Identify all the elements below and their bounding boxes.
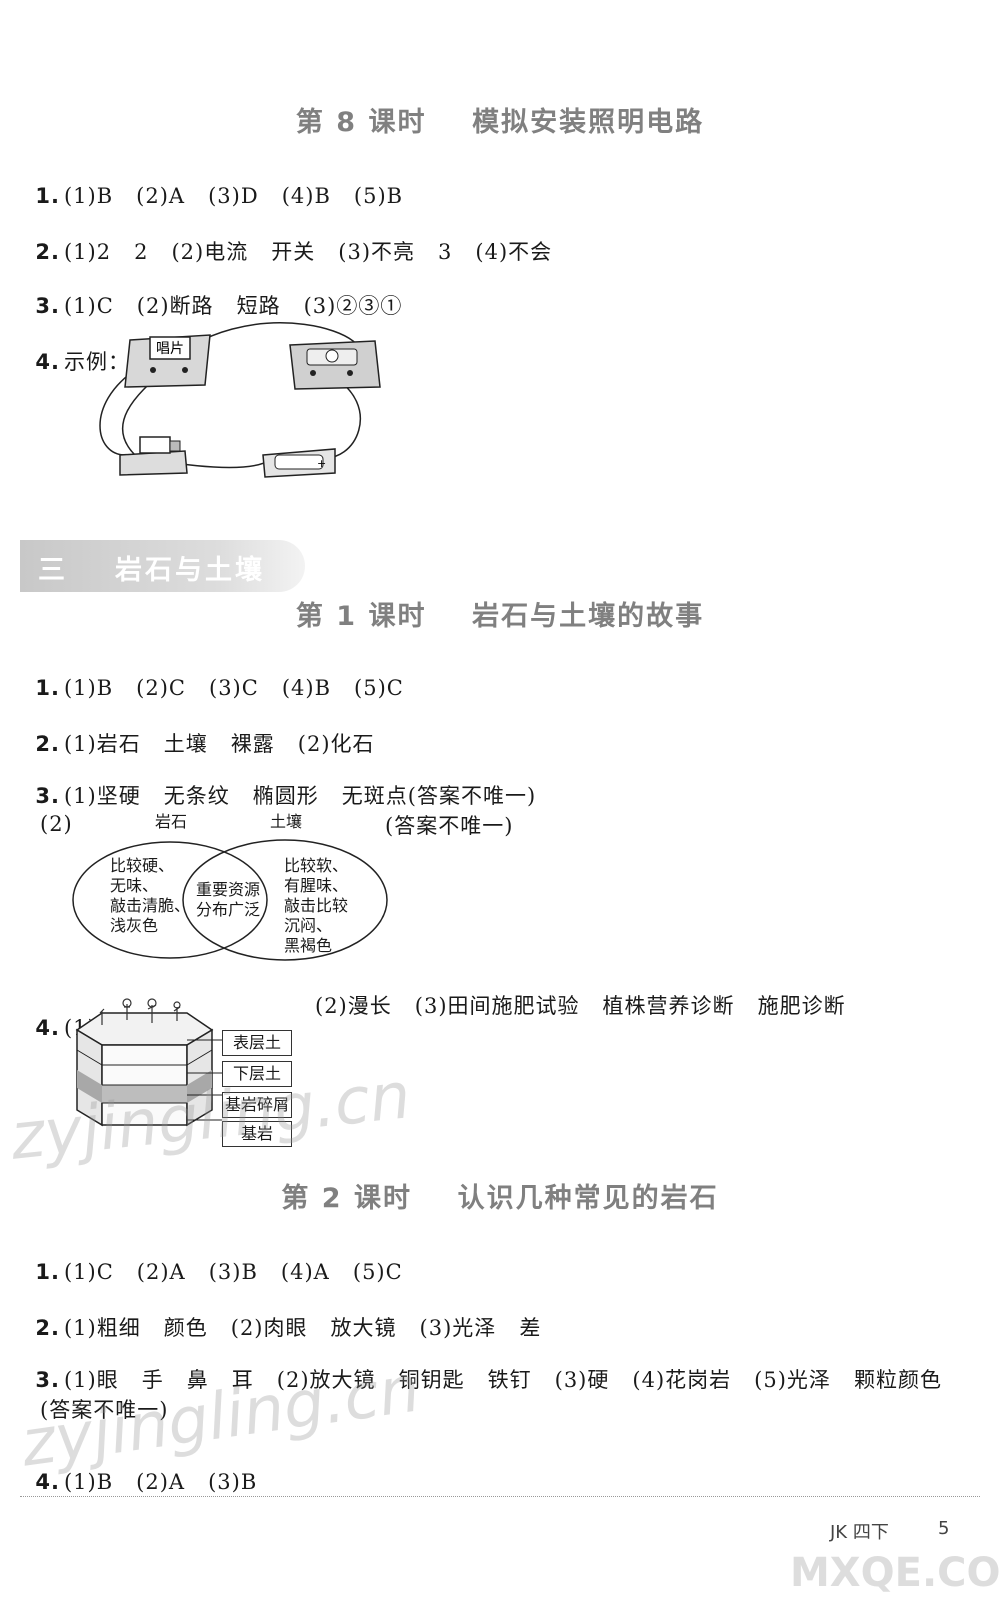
lesson1-q3-part2-note: (答案不唯一) <box>385 814 514 838</box>
record-label: 唱片 <box>156 341 184 357</box>
answer-text: (1)B (2)A (3)B <box>63 1470 258 1494</box>
answer-text: 示例： <box>63 350 130 374</box>
soil-profile-diagram <box>75 998 222 1127</box>
lesson1-q1: 1.(1)B (2)C (3)C (4)B (5)C <box>20 652 404 700</box>
lesson1-q2: 2.(1)岩石 土壤 裸露 (2)化石 <box>20 704 375 758</box>
unit-banner: 三 岩石与土壤 <box>20 540 305 592</box>
lesson1-q3: 3.(1)坚硬 无条纹 椭圆形 无斑点(答案不唯一) <box>20 756 536 810</box>
lesson2-q3: 3.(1)眼 手 鼻 耳 (2)放大镜 铜钥匙 铁钉 (3)硬 (4)花岗岩 (… <box>20 1340 942 1394</box>
rock-circle <box>72 841 268 959</box>
svg-text:+: + <box>317 457 326 470</box>
answer-text: (1)粗细 颜色 (2)肉眼 放大镜 (3)光泽 差 <box>63 1316 542 1340</box>
footer-edition: JK 四下 <box>830 1522 889 1543</box>
lesson2-q4: 4.(1)B (2)A (3)B <box>20 1446 257 1494</box>
footer-page-number: 5 <box>938 1518 950 1539</box>
lesson1-title: 第 1 课时 岩石与土壤的故事 <box>295 601 705 632</box>
answer-text: (1)C (2)A (3)B (4)A (5)C <box>63 1260 403 1284</box>
lesson8-q2: 2.(1)2 2 (2)电流 开关 (3)不亮 3 (4)不会 <box>20 212 552 266</box>
venn-middle-text: 重要资源 分布广泛 <box>196 880 261 919</box>
footer-divider <box>20 1496 980 1497</box>
answer-text: (1)B (2)C (3)C (4)B (5)C <box>63 676 404 700</box>
lesson2-q2: 2.(1)粗细 颜色 (2)肉眼 放大镜 (3)光泽 差 <box>20 1288 541 1342</box>
unit-title: 岩石与土壤 <box>115 555 265 586</box>
bulb-board <box>289 340 381 390</box>
layer-label-bedrock-debris: 基岩碎屑 <box>222 1092 292 1118</box>
question-number: 4. <box>35 1016 60 1040</box>
question-number: 3. <box>35 294 60 318</box>
lesson1-q3-part2-label: (2) <box>40 812 73 836</box>
question-number: 2. <box>35 240 60 264</box>
venn-left-title: 岩石 <box>155 812 188 831</box>
question-number: 3. <box>35 784 60 808</box>
switch-board: 唱片 <box>124 334 211 388</box>
lesson2-title: 第 2 课时 认识几种常见的岩石 <box>281 1183 719 1214</box>
question-number: 1. <box>35 184 60 208</box>
battery-holder: + <box>262 448 336 478</box>
circuit-diagram: 唱片 + <box>99 322 381 478</box>
venn-diagram <box>72 839 388 961</box>
lesson8-q3: 3.(1)C (2)断路 短路 (3)②③① <box>20 266 402 320</box>
layer-label-bedrock: 基岩 <box>222 1121 292 1147</box>
answer-text: (1)C (2)断路 短路 (3)②③① <box>63 294 403 318</box>
lesson2-q1: 1.(1)C (2)A (3)B (4)A (5)C <box>20 1236 403 1284</box>
lesson8-title: 第 8 课时 模拟安装照明电路 <box>295 107 705 138</box>
question-number: 2. <box>35 1316 60 1340</box>
answer-text: (1)坚硬 无条纹 椭圆形 无斑点(答案不唯一) <box>63 784 537 808</box>
answer-text: (1)2 2 (2)电流 开关 (3)不亮 3 (4)不会 <box>63 240 553 264</box>
question-number: 4. <box>35 350 60 374</box>
question-number: 3. <box>35 1368 60 1392</box>
question-number: 4. <box>35 1470 60 1494</box>
knife-switch <box>119 436 188 476</box>
watermark-text: MXQE.COM <box>790 1550 1000 1596</box>
lesson8-q4: 4.示例： <box>20 322 130 376</box>
question-number: 2. <box>35 732 60 756</box>
unit-number: 三 <box>38 555 68 586</box>
lesson1-q4-answers: (2)漫长 (3)田间施肥试验 植株营养诊断 施肥诊断 <box>315 994 846 1018</box>
question-number: 1. <box>35 676 60 700</box>
question-number: 1. <box>35 1260 60 1284</box>
lesson8-q1: 1.(1)B (2)A (3)D (4)B (5)B <box>20 160 403 208</box>
answer-text: (1)岩石 土壤 裸露 (2)化石 <box>63 732 375 756</box>
layer-label-topsoil: 表层土 <box>222 1030 292 1056</box>
soil-circle <box>182 839 388 961</box>
answer-text: (1)B (2)A (3)D (4)B (5)B <box>63 184 404 208</box>
answer-text: (1)眼 手 鼻 耳 (2)放大镜 铜钥匙 铁钉 (3)硬 (4)花岗岩 (5)… <box>63 1368 942 1392</box>
venn-left-text: 比较硬、 无味、 敲击清脆、 浅灰色 <box>110 856 191 935</box>
venn-right-title: 土壤 <box>270 812 303 831</box>
layer-label-subsoil: 下层土 <box>222 1061 292 1087</box>
venn-right-text: 比较软、 有腥味、 敲击比较 沉闷、 黑褐色 <box>284 856 349 955</box>
lesson2-q3-continuation: (答案不唯一) <box>40 1398 169 1422</box>
